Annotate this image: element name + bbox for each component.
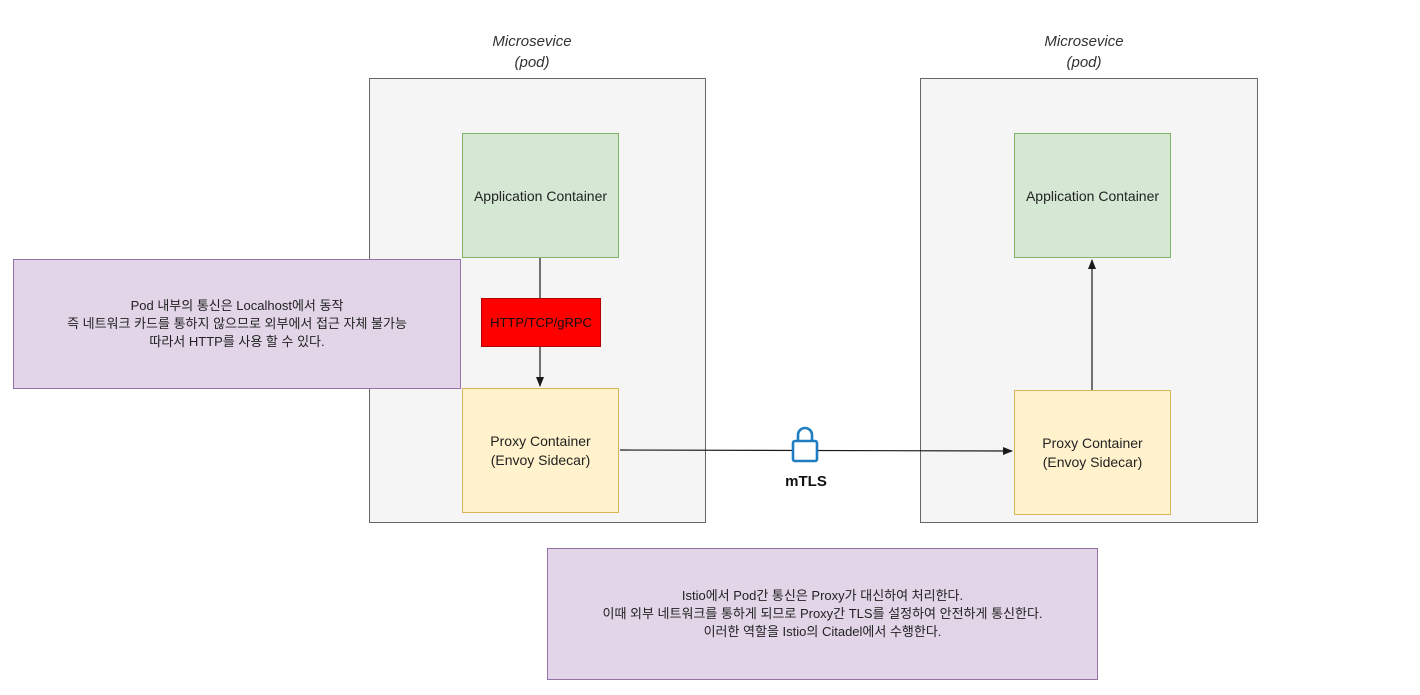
note-left: Pod 내부의 통신은 Localhost에서 동작 즉 네트워크 카드를 통하… xyxy=(13,259,461,389)
app-container-right: Application Container xyxy=(1014,133,1171,258)
app-container-left: Application Container xyxy=(462,133,619,258)
note-bottom: Istio에서 Pod간 통신은 Proxy가 대신하여 처리한다. 이때 외부… xyxy=(547,548,1098,680)
proxy-container-left-title: Proxy Container xyxy=(490,432,591,449)
protocol-label-box: HTTP/TCP/gRPC xyxy=(481,298,601,347)
proxy-container-right-subtitle: (Envoy Sidecar) xyxy=(1042,453,1143,470)
pod-label-right-subtitle: (pod) xyxy=(1066,54,1102,71)
note-bottom-line-3: 이러한 역할을 Istio의 Citadel에서 수행한다. xyxy=(703,624,942,639)
app-container-right-label: Application Container xyxy=(1025,187,1160,204)
app-container-left-label: Application Container xyxy=(473,187,608,204)
pod-label-right-title: Microsevice xyxy=(1044,33,1124,50)
pod-label-left-subtitle: (pod) xyxy=(514,54,550,71)
pod-label-right: Microsevice (pod) xyxy=(984,31,1184,73)
note-bottom-line-2: 이때 외부 네트워크를 통하게 되므로 Proxy간 TLS를 설정하여 안전하… xyxy=(602,606,1043,621)
pod-label-left: Microsevice (pod) xyxy=(432,31,632,73)
proxy-container-left: Proxy Container (Envoy Sidecar) xyxy=(462,388,619,513)
proxy-container-left-subtitle: (Envoy Sidecar) xyxy=(490,451,591,468)
note-left-line-2: 즉 네트워크 카드를 통하지 않으므로 외부에서 접근 자체 불가능 xyxy=(67,316,407,331)
pod-label-left-title: Microsevice xyxy=(492,33,572,50)
proxy-container-right-title: Proxy Container xyxy=(1042,434,1143,451)
mtls-label: mTLS xyxy=(785,473,827,490)
lock-icon xyxy=(789,424,821,464)
note-left-line-1: Pod 내부의 통신은 Localhost에서 동작 xyxy=(130,298,344,313)
note-bottom-line-1: Istio에서 Pod간 통신은 Proxy가 대신하여 처리한다. xyxy=(681,588,964,603)
note-left-line-3: 따라서 HTTP를 사용 할 수 있다. xyxy=(149,334,325,349)
proxy-container-right: Proxy Container (Envoy Sidecar) xyxy=(1014,390,1171,515)
protocol-label: HTTP/TCP/gRPC xyxy=(490,315,592,330)
